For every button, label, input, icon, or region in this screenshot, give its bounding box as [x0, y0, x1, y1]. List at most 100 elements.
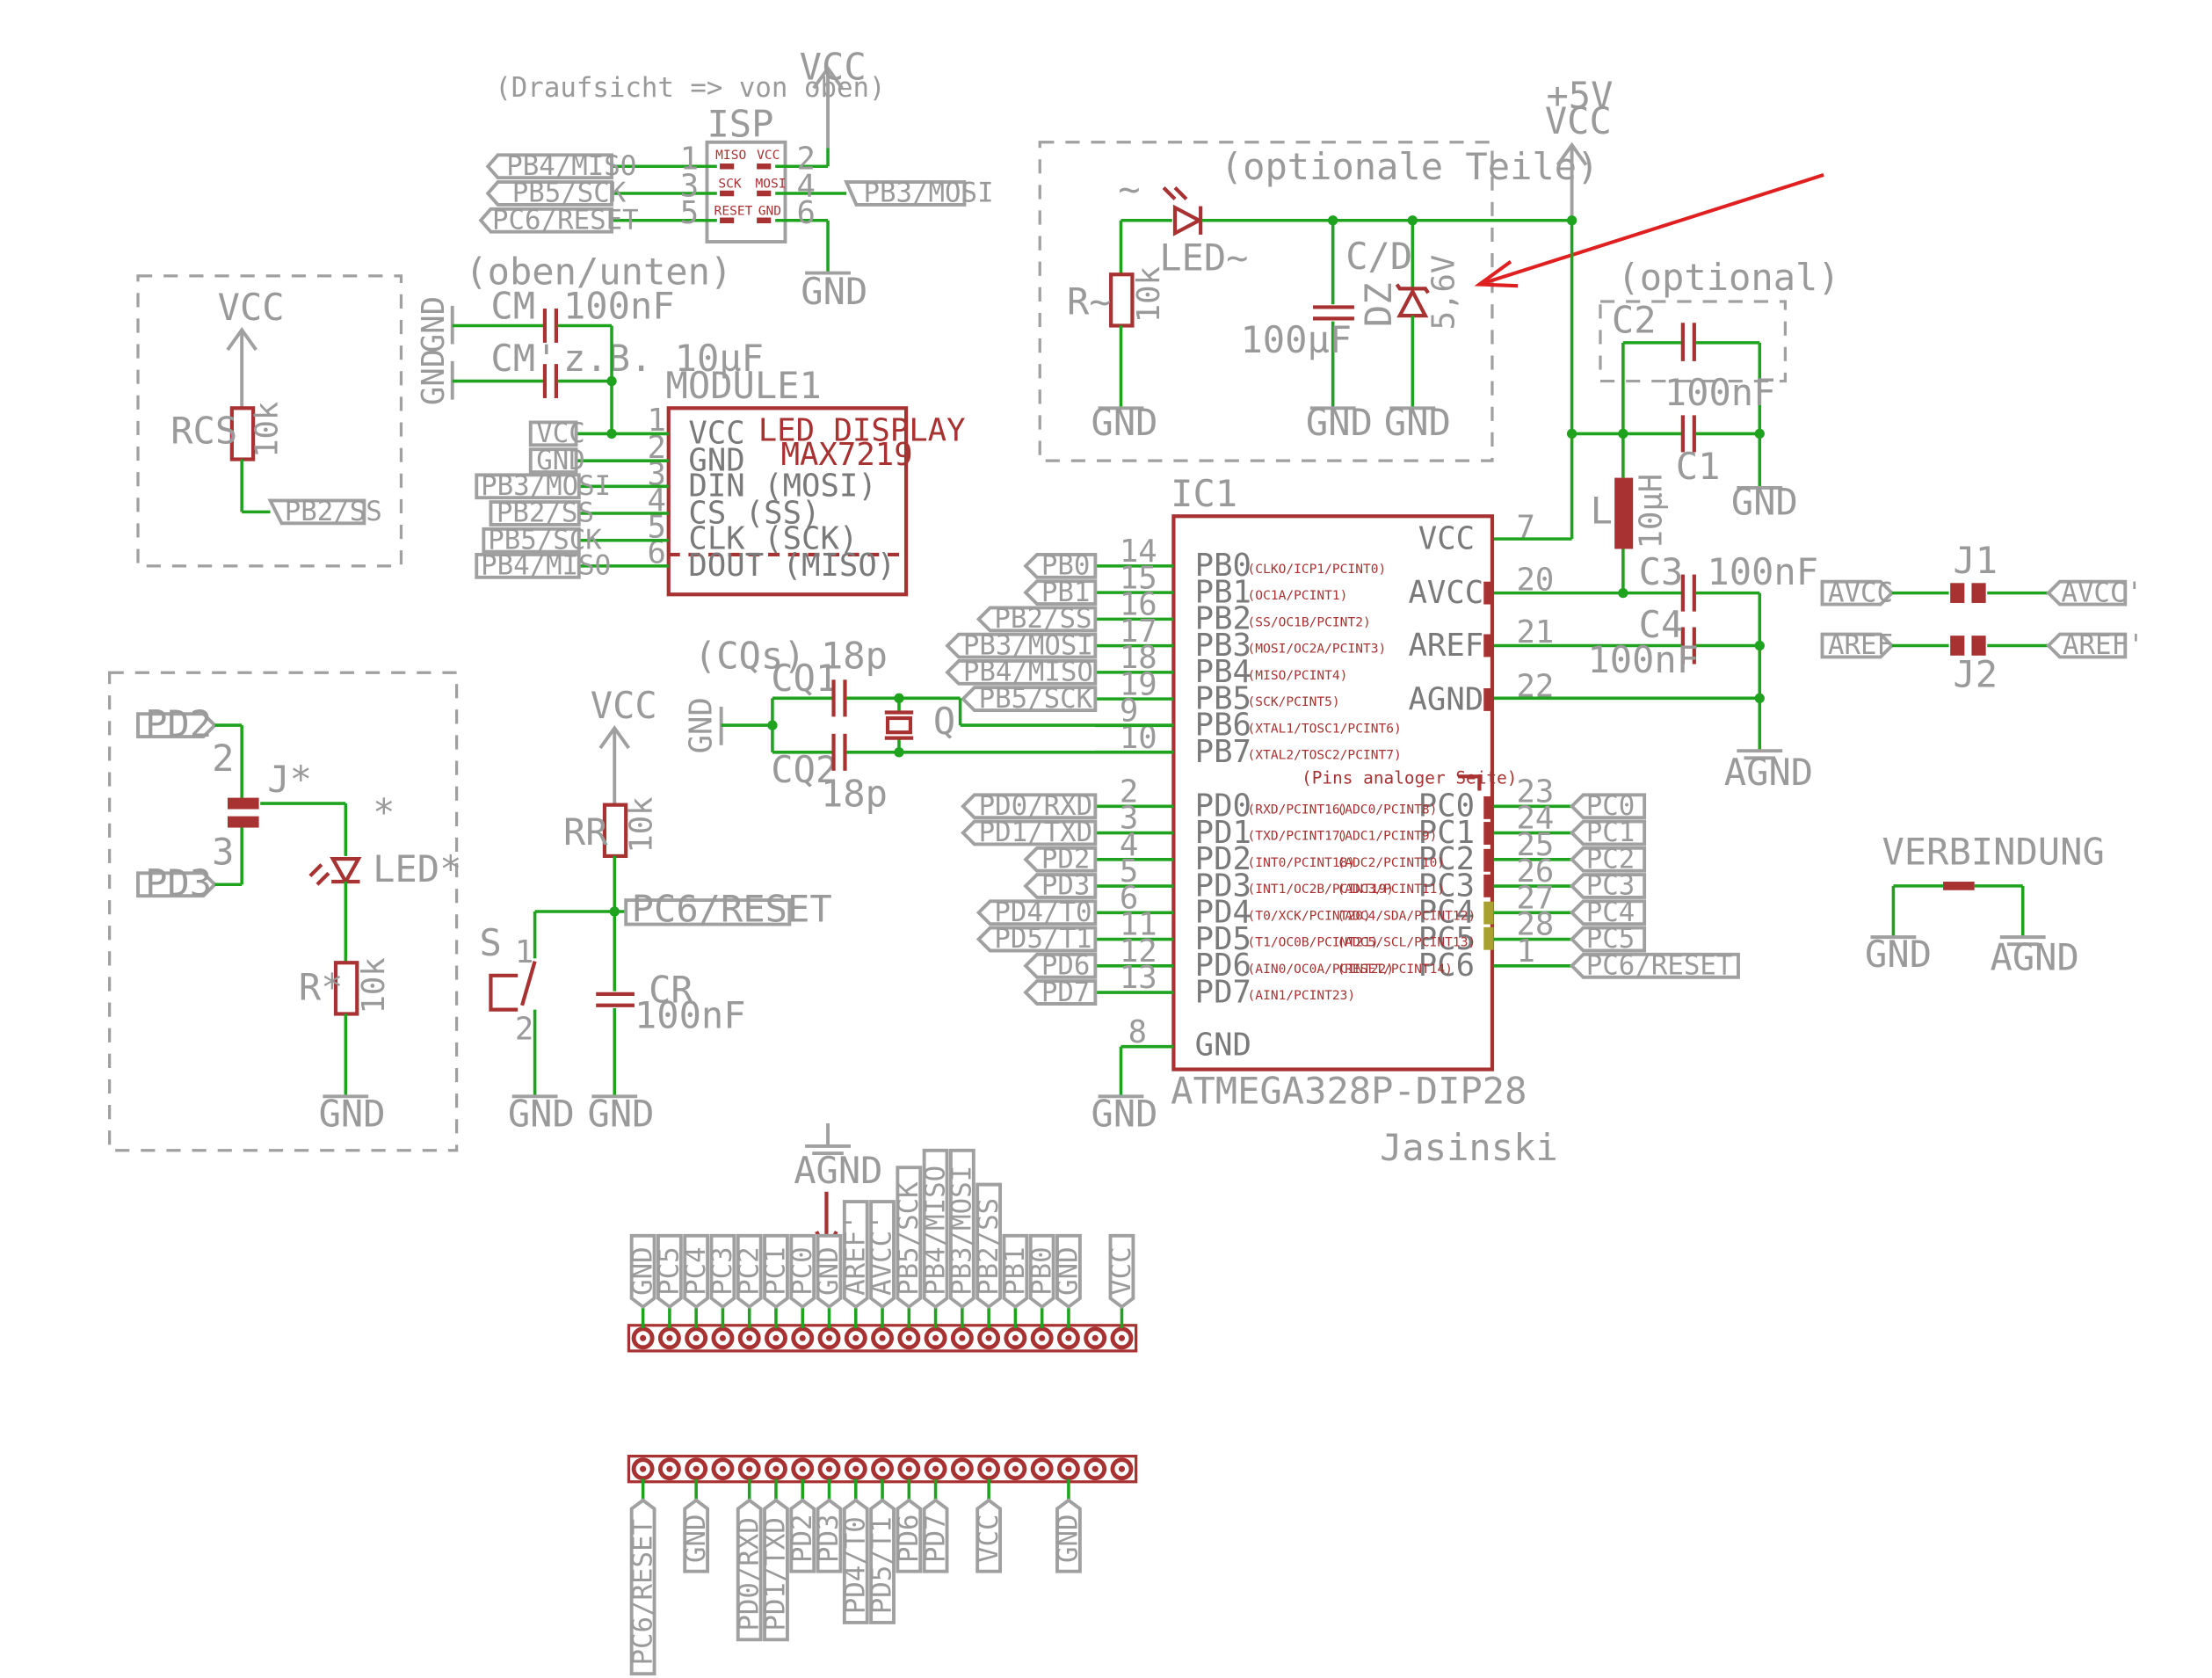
net-label	[1569, 846, 1647, 873]
reset-section: VCC RR 10k PC6/RESET S 1 2 CR 100nF GND …	[479, 684, 831, 1135]
ic-pin-alt: (AIN0/OC0A/PCINT22)	[1248, 962, 1394, 977]
header-pin-hole	[852, 1465, 859, 1472]
ic-pin-pc3: PC3	[1418, 868, 1475, 904]
svg-text:RR: RR	[563, 810, 608, 854]
header-label	[656, 1233, 683, 1310]
isp-connector: (Draufsicht => von oben) ISP VCC GND MIS…	[478, 46, 994, 313]
net-label	[1023, 846, 1098, 873]
ic-pin-pb4: PB4	[1195, 654, 1251, 690]
header-label-text: GND	[680, 1514, 712, 1563]
header-pin-hole	[719, 1334, 726, 1341]
isp-label-mosi: PB3/MOSI	[864, 178, 994, 209]
header-pin-hole	[666, 1334, 673, 1341]
svg-text:GND: GND	[508, 1092, 575, 1135]
header-label-text: PB2/SS	[973, 1198, 1004, 1296]
ic-pin-num: 24	[1516, 801, 1554, 837]
svg-text:AVCC: AVCC	[1828, 577, 1893, 608]
svg-text:J2: J2	[1953, 652, 1998, 695]
svg-text:CM: CM	[490, 284, 535, 327]
svg-text:R*: R*	[299, 965, 344, 1008]
header-label-text: PD1/TXD	[760, 1517, 792, 1631]
svg-text:AREF': AREF'	[2063, 629, 2144, 661]
header-pin	[924, 1457, 947, 1481]
rcs-pullup: VCC RCS 10k PB2/SS	[136, 274, 403, 568]
svg-text:8: 8	[1128, 1014, 1147, 1050]
header-label-text: PC4	[680, 1246, 712, 1296]
svg-text:MISO: MISO	[715, 148, 746, 163]
svg-text:2: 2	[212, 737, 234, 780]
isp-label-reset: PC6/RESET	[492, 204, 639, 236]
header-pin	[711, 1326, 735, 1350]
svg-text:2: 2	[515, 1012, 533, 1048]
isp-gnd: GND	[801, 270, 867, 313]
svg-text:AGND: AGND	[1990, 935, 2078, 978]
header-pin-hole	[666, 1465, 673, 1472]
header-label-text: PD7	[919, 1514, 951, 1563]
ic-pin-pd2: PD2	[1195, 841, 1251, 877]
header-label-text: GND	[1053, 1246, 1084, 1296]
ic-pin-pb6: PB6	[1195, 708, 1251, 744]
pd-jumper-section: PD2 PD3 2 3 J* * LED* R* 10k GND	[108, 671, 461, 1152]
header-label	[816, 1233, 843, 1310]
svg-text:7: 7	[1516, 510, 1534, 546]
header-pin	[657, 1326, 681, 1350]
svg-text:GND: GND	[319, 1092, 386, 1135]
header-pin-hole	[1118, 1465, 1126, 1472]
svg-text:C4: C4	[1639, 603, 1684, 646]
svg-text:GND: GND	[1091, 401, 1158, 444]
svg-text:GND: GND	[588, 1092, 655, 1135]
net-label	[975, 606, 1098, 633]
header-pin-hole	[799, 1465, 806, 1472]
header-pin-hole	[746, 1465, 753, 1472]
ic-pin-alt: (ADC1/PCINT9)	[1338, 829, 1438, 844]
net-label	[1569, 926, 1647, 953]
header-label	[763, 1498, 789, 1642]
net-label	[1569, 952, 1740, 979]
isp-vcc: VCC	[800, 46, 867, 89]
header-label-text: PB4/MISO	[919, 1166, 951, 1296]
net-label-text: PC3	[1586, 870, 1635, 902]
header-top-agnd: AGND	[794, 1123, 883, 1256]
isp-vcc-arrow	[812, 65, 844, 90]
header-pin	[765, 1457, 787, 1481]
header-label-text: GND	[627, 1246, 658, 1296]
net-label-text: PC2	[1586, 844, 1635, 875]
svg-text:GND: GND	[1306, 401, 1373, 444]
ic-pin-num: 18	[1120, 640, 1157, 676]
header-label-text: GND	[1053, 1514, 1084, 1563]
svg-text:5: 5	[680, 195, 699, 231]
svg-text:AREF: AREF	[1408, 628, 1483, 664]
ic-pin-num: 5	[1120, 854, 1138, 890]
header-pin-hole	[905, 1465, 912, 1472]
ic-pin-pc4: PC4	[1418, 895, 1475, 931]
header-pin-hole	[932, 1465, 939, 1472]
net-label	[1569, 873, 1647, 899]
svg-text:AGND: AGND	[1724, 751, 1813, 794]
header-pin	[1110, 1457, 1134, 1481]
header-pin	[1030, 1326, 1054, 1350]
jumpers: AVCC AVCC' J1 AREF AREF' J2	[1820, 539, 2144, 695]
header-label	[763, 1233, 789, 1310]
module-pins: VCC GND DIN (MOSI) CS (SS) CLK (SCK) DOU…	[647, 403, 896, 584]
svg-text:CQ2: CQ2	[771, 748, 838, 791]
ic-pin-alt: (RESET/PCINT14)	[1338, 962, 1453, 977]
ic-pin-alt: (XTAL2/TOSC2/PCINT7)	[1248, 748, 1402, 763]
svg-text:SCK: SCK	[718, 177, 742, 192]
svg-text:PD2: PD2	[145, 702, 212, 745]
header-pin	[657, 1457, 681, 1481]
svg-text:3: 3	[647, 457, 665, 493]
net-label	[961, 686, 1098, 713]
ic-pin-alt: (ADC0/PCINT8)	[1338, 802, 1438, 817]
ic-pin-num: 26	[1516, 854, 1554, 890]
header-label	[789, 1498, 816, 1573]
svg-text:4: 4	[647, 483, 665, 519]
ic-pin-pc5: PC5	[1418, 921, 1475, 957]
ic-pin-num: 6	[1120, 880, 1138, 916]
svg-text:CS (SS): CS (SS)	[688, 495, 820, 531]
header-pin	[685, 1457, 708, 1481]
svg-text:1: 1	[680, 142, 699, 178]
svg-text:VCC: VCC	[1418, 520, 1475, 556]
svg-text:AVCC: AVCC	[1408, 575, 1483, 611]
svg-text:10k: 10k	[250, 402, 286, 458]
